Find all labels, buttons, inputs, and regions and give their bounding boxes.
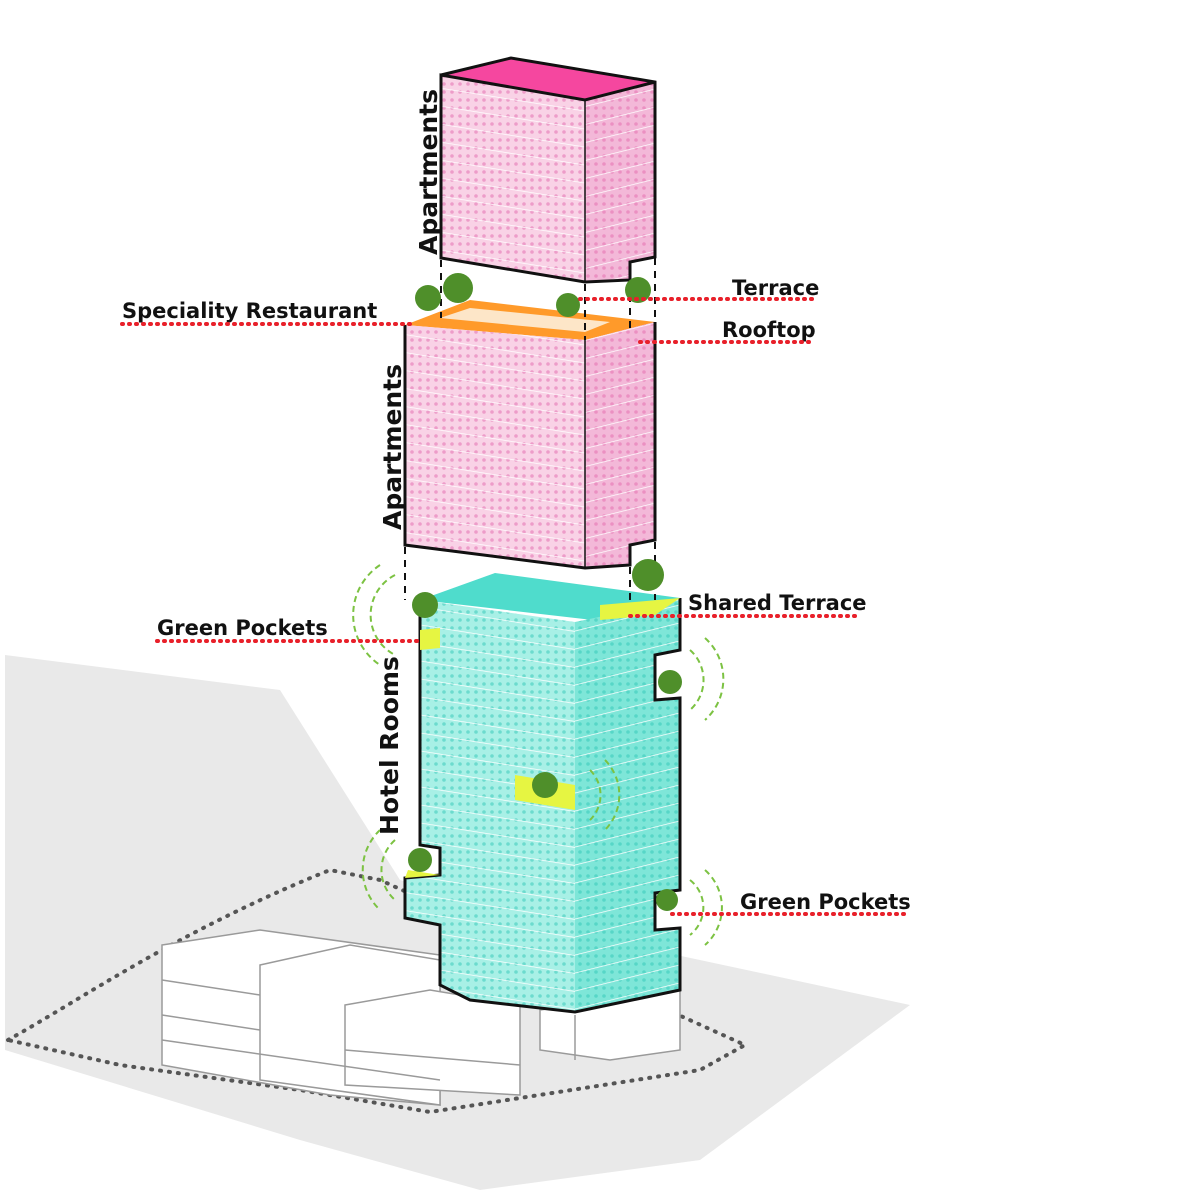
- callout-green-pockets-right: Green Pockets: [670, 890, 911, 916]
- callout-label: Shared Terrace: [688, 591, 867, 615]
- hotel-rooms-label: Hotel Rooms: [375, 656, 404, 835]
- callout-speciality-restaurant: Speciality Restaurant: [120, 299, 417, 326]
- callout-label: Green Pockets: [740, 890, 911, 914]
- top-apartments-block: [439, 56, 657, 284]
- top-apartments-label: Apartments: [414, 89, 443, 255]
- callout-rooftop: Rooftop: [638, 318, 816, 344]
- callout-label: Rooftop: [722, 318, 816, 342]
- callout-green-pockets-left: Green Pockets: [155, 616, 422, 643]
- hotel-block: [403, 573, 682, 1014]
- callout-label: Green Pockets: [157, 616, 328, 640]
- middle-apartments-block: [403, 300, 657, 570]
- callout-shared-terrace: Shared Terrace: [628, 591, 867, 618]
- tree-icons: [408, 273, 682, 911]
- callout-terrace: Terrace: [578, 276, 819, 301]
- callout-label: Terrace: [732, 276, 819, 300]
- callout-label: Speciality Restaurant: [122, 299, 377, 323]
- green-pocket-rings: [352, 564, 725, 946]
- podium: [161, 929, 681, 1106]
- middle-apartments-label: Apartments: [378, 364, 407, 530]
